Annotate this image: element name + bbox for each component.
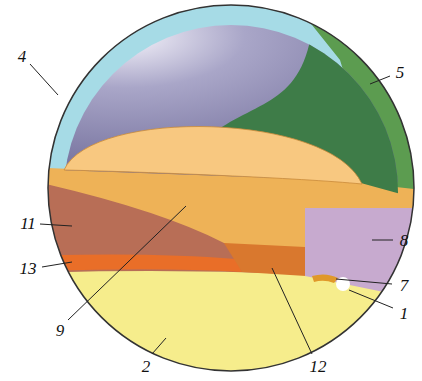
- callout-number: 12: [310, 358, 327, 375]
- region-8: [305, 208, 422, 300]
- lens-region: [64, 127, 362, 184]
- callout-number: 8: [400, 232, 409, 249]
- leader-lines: [30, 64, 393, 354]
- callout-number: 9: [56, 322, 65, 339]
- callout-number: 2: [142, 358, 151, 375]
- callout-number: 4: [18, 48, 27, 65]
- callout-number: 11: [20, 215, 36, 232]
- callout-number: 5: [396, 64, 405, 81]
- callout-number: 7: [400, 277, 409, 294]
- callout-number: 13: [20, 260, 37, 277]
- region-7: [312, 274, 338, 283]
- embryo-outline: [48, 5, 414, 371]
- callout-number: 1: [400, 305, 409, 322]
